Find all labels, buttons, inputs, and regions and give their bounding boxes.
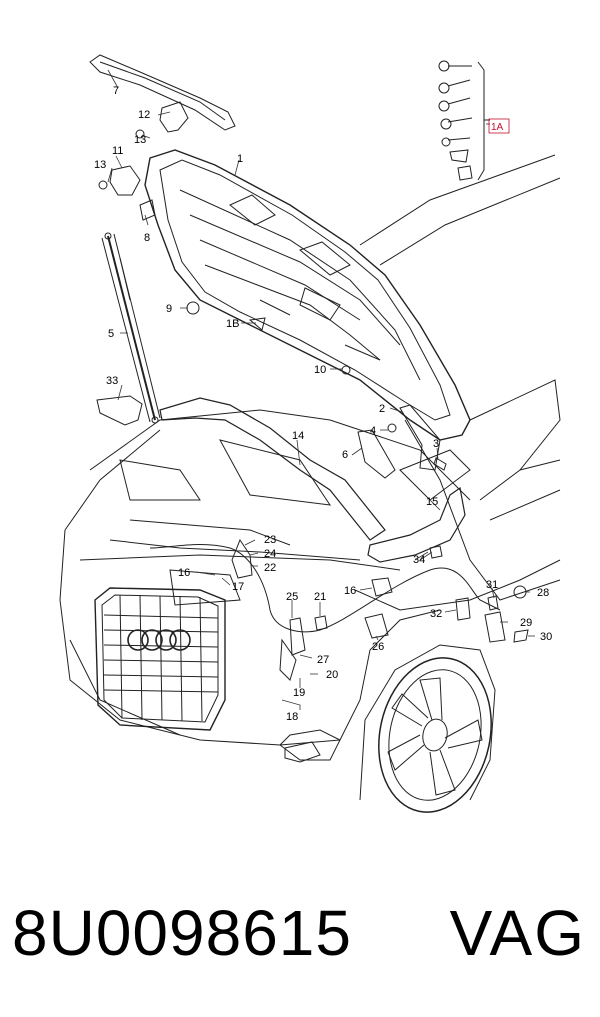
callout-5: 5 <box>108 328 114 340</box>
callout-30: 29 <box>520 617 532 629</box>
front-wheel <box>359 644 496 813</box>
callout-4: 4 <box>370 425 376 437</box>
manufacturer: VAG <box>449 897 586 969</box>
bracket-22 <box>314 615 328 631</box>
callout-17: 16 <box>178 567 190 579</box>
callout-27: 26 <box>372 641 384 653</box>
parts-diagram: 7 12 13 11 13 1 8 9 5 1B 10 33 2 4 3 6 1… <box>59 54 561 813</box>
nut-4 <box>387 423 397 433</box>
callout-19: 18 <box>286 711 298 723</box>
caption: 8U0098615 VAG <box>0 888 600 978</box>
callout-6: 6 <box>342 449 348 461</box>
ref-label-1A: 1A <box>491 122 504 133</box>
fastener-set <box>438 60 490 181</box>
callout-31: 30 <box>540 631 552 643</box>
car-body <box>59 154 561 761</box>
callout-22: 21 <box>314 591 326 603</box>
callout-26: 25 <box>286 591 298 603</box>
callout-25: 24 <box>264 548 276 560</box>
hood-hinge-parts <box>98 101 189 221</box>
part-number: 8U0098615 <box>12 897 352 969</box>
ref-box-1A <box>488 118 510 134</box>
callout-13: 13 <box>134 134 146 146</box>
callout-13b: 13 <box>94 159 106 171</box>
part-16 <box>371 577 393 597</box>
callout-labels: 7 12 13 11 13 1 8 9 5 1B 10 33 2 4 3 6 1… <box>94 85 552 723</box>
clip-35 <box>429 545 443 559</box>
callout-11: 11 <box>112 145 123 157</box>
callout-28: 27 <box>317 654 329 666</box>
callout-35: 34 <box>413 554 425 566</box>
part-30 <box>484 611 506 643</box>
release-cable <box>149 538 501 681</box>
part-27 <box>364 613 389 639</box>
callout-15: 15 <box>426 496 438 508</box>
hood-seal-strip <box>89 54 236 131</box>
callout-21: 20 <box>326 669 338 681</box>
nut-10 <box>341 365 351 375</box>
callout-20: 19 <box>293 687 305 699</box>
hood-panel <box>144 149 471 441</box>
callout-2: 2 <box>379 403 385 415</box>
callout-3: 3 <box>433 438 439 450</box>
callout-1: 1 <box>237 153 243 165</box>
callout-7: 7 <box>113 85 119 97</box>
part-33 <box>455 597 471 621</box>
callout-16b: 16 <box>344 585 356 597</box>
foam-seal-14 <box>159 397 386 541</box>
audi-rings-logo <box>127 629 191 651</box>
leader-lines <box>107 69 535 710</box>
bolt-3 <box>433 457 447 471</box>
callout-29: 28 <box>537 587 549 599</box>
bracket-2 <box>399 404 441 471</box>
callout-1B: 1B <box>226 318 239 330</box>
clip-32 <box>487 595 499 611</box>
callout-24: 23 <box>264 534 276 546</box>
callout-14: 14 <box>292 430 304 442</box>
front-grille <box>94 587 226 731</box>
nut-9 <box>186 301 200 315</box>
callout-10: 10 <box>314 364 326 376</box>
foam-seal-15 <box>367 486 466 563</box>
callout-32: 31 <box>486 579 498 591</box>
callout-34: 33 <box>106 375 118 387</box>
fog-light <box>284 741 321 763</box>
callout-12: 12 <box>138 109 150 121</box>
bracket-6 <box>357 429 396 479</box>
clip-31 <box>513 629 529 643</box>
clip-1B <box>248 317 266 331</box>
callout-9: 9 <box>166 303 172 315</box>
callout-8: 8 <box>144 232 150 244</box>
callout-33: 32 <box>430 608 442 620</box>
callout-23: 22 <box>264 562 276 574</box>
callout-18: 17 <box>232 581 244 593</box>
bracket-34 <box>96 395 143 426</box>
